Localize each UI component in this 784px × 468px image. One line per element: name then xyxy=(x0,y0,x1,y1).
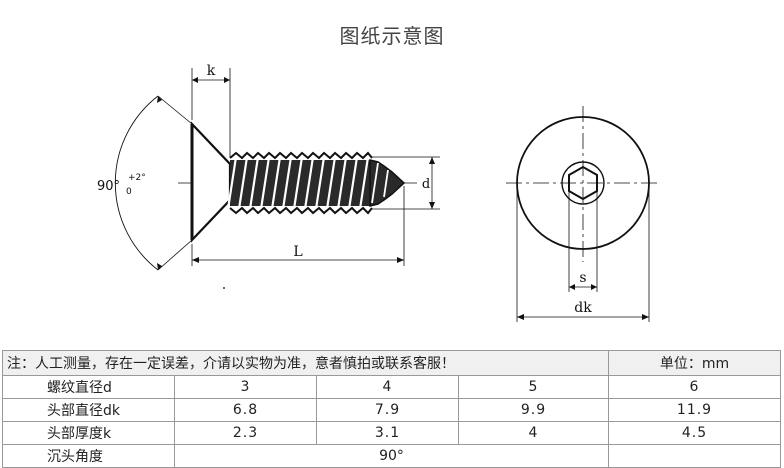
thread-lines xyxy=(226,156,370,210)
screw-side-view xyxy=(114,68,440,289)
unit-label: 单位：mm xyxy=(608,350,781,376)
row-label: 螺纹直径d xyxy=(2,375,175,399)
table-cell: 7.9 xyxy=(316,398,459,422)
table-cell: 4 xyxy=(458,421,609,445)
table-cell: 2.3 xyxy=(174,421,317,445)
dim-label-d: d xyxy=(422,177,430,192)
screw-top-view xyxy=(506,106,660,322)
table-cell: 6 xyxy=(608,375,781,399)
table-row: 螺纹直径d 3 4 5 6 xyxy=(2,375,781,399)
dim-label-L: L xyxy=(293,244,302,260)
angle-value: 90° xyxy=(174,444,609,468)
dim-label-angle: 90° xyxy=(97,179,120,194)
dim-label-tolerance-upper: +2° xyxy=(128,173,146,183)
note-text: 注：人工测量，存在一定误差，介请以实物为准，意者慎拍或联系客服！ xyxy=(2,350,609,376)
table-cell: 4 xyxy=(316,375,459,399)
screw-drawing: k L d 90° +2° 0 s dk xyxy=(97,63,660,322)
table-cell: 6.8 xyxy=(174,398,317,422)
dim-label-dk: dk xyxy=(574,300,592,316)
dim-label-k: k xyxy=(207,63,216,79)
spec-table: 注：人工测量，存在一定误差，介请以实物为准，意者慎拍或联系客服！ 单位：mm 螺… xyxy=(2,350,781,468)
table-cell: 3.1 xyxy=(316,421,459,445)
dim-label-s: s xyxy=(579,270,586,286)
row-label: 头部直径dk xyxy=(2,398,175,422)
table-cell: 4.5 xyxy=(608,421,781,445)
table-cell: 11.9 xyxy=(608,398,781,422)
dim-label-tolerance-lower: 0 xyxy=(126,187,132,197)
table-row: 沉头角度 90° xyxy=(2,444,781,468)
row-label: 沉头角度 xyxy=(2,444,175,468)
table-cell: 9.9 xyxy=(458,398,609,422)
row-label: 头部厚度k xyxy=(2,421,175,445)
drawing-title: 图纸示意图 xyxy=(339,24,445,48)
note-row: 注：人工测量，存在一定误差，介请以实物为准，意者慎拍或联系客服！ 单位：mm xyxy=(2,350,781,376)
table-cell-empty xyxy=(608,444,781,468)
table-row: 头部厚度k 2.3 3.1 4 4.5 xyxy=(2,421,781,445)
table-row: 头部直径dk 6.8 7.9 9.9 11.9 xyxy=(2,398,781,422)
table-cell: 3 xyxy=(174,375,317,399)
table-cell: 5 xyxy=(458,375,609,399)
